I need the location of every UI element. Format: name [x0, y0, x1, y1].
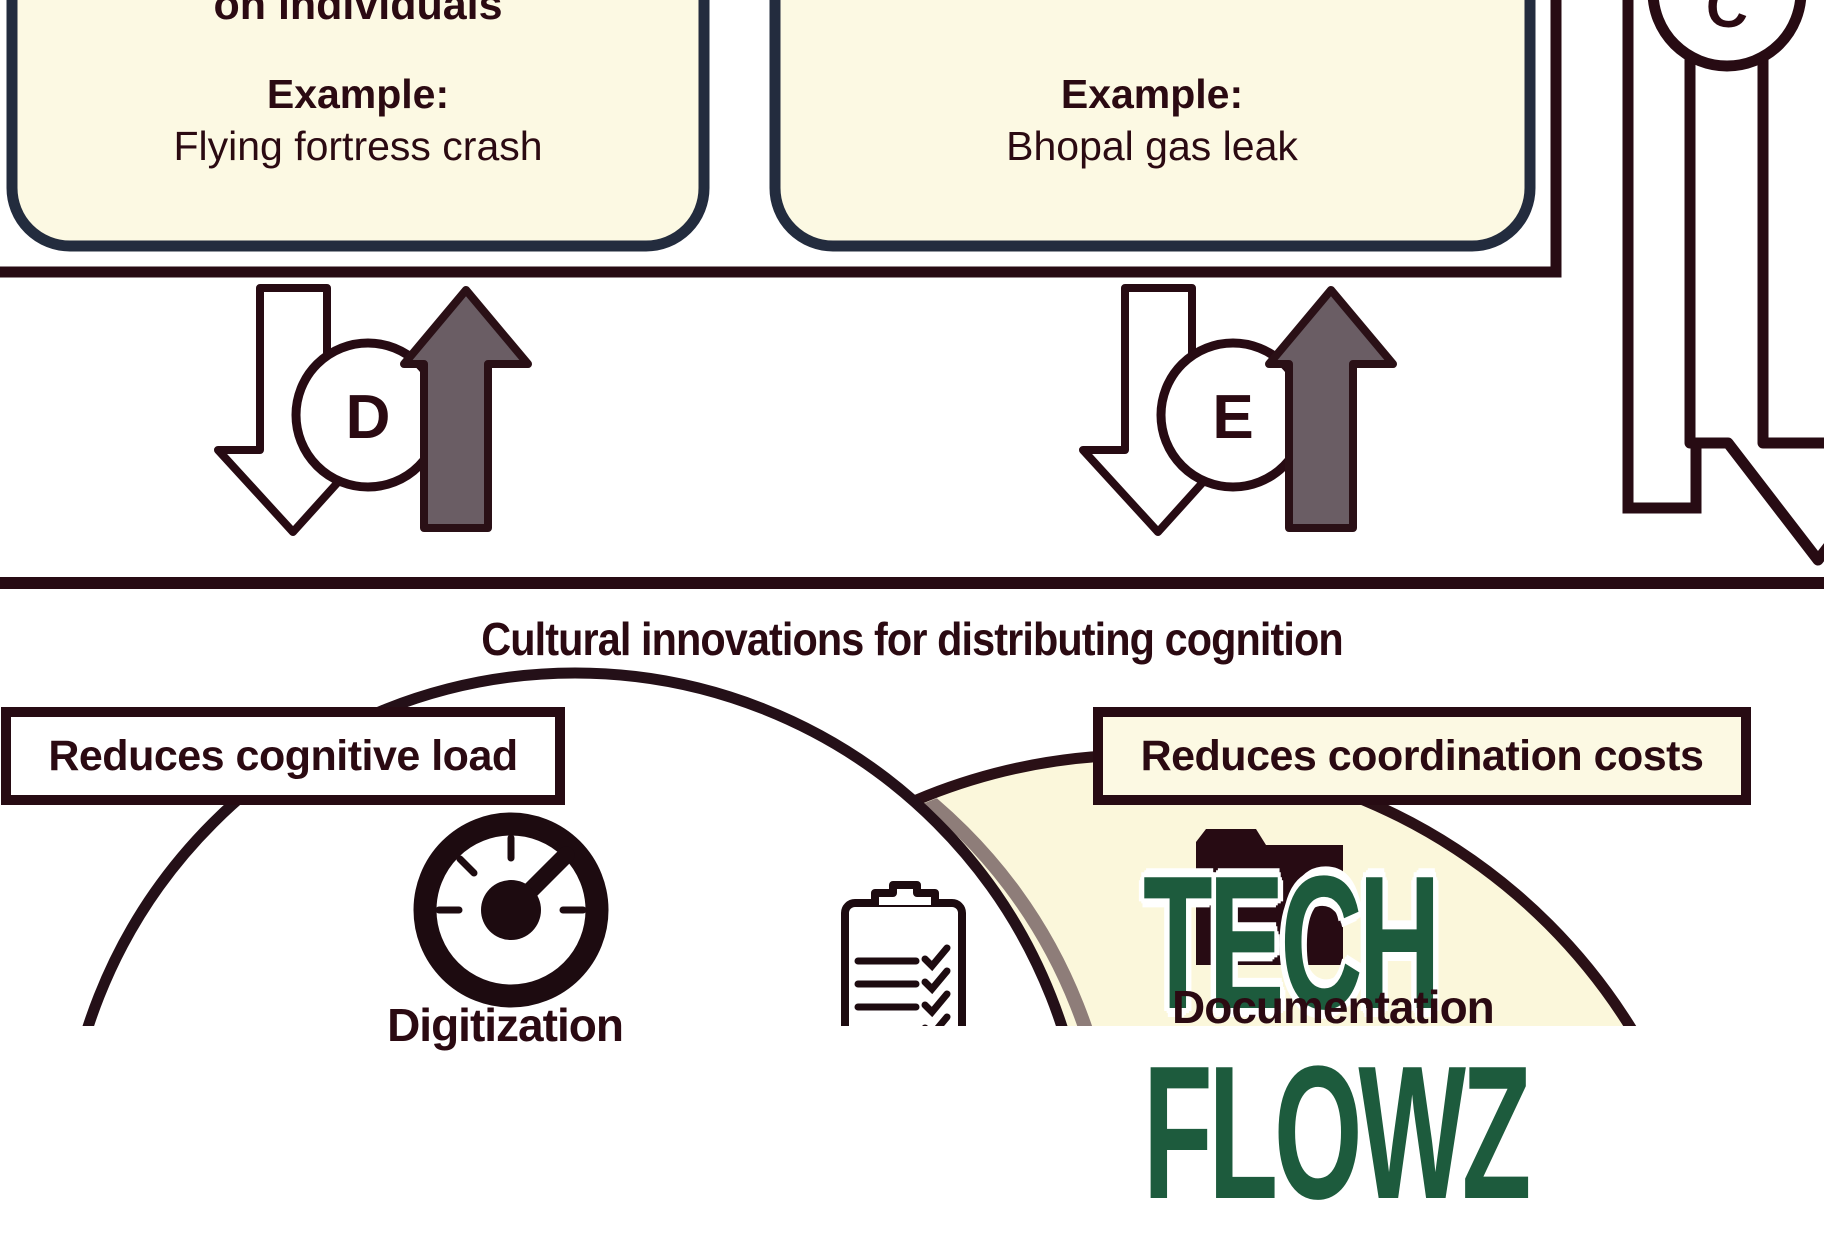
middle-box-example-label: Example:: [1060, 71, 1244, 117]
left-box-example-text: Flying fortress crash: [173, 123, 543, 169]
middle-box-example-text: Bhopal gas leak: [1006, 123, 1298, 169]
loop-d: [214, 284, 532, 536]
venn-right-item-label: Documentation: [1172, 981, 1495, 1033]
diagram-canvas: [0, 0, 1824, 1026]
venn-left-item-label: Digitization: [387, 999, 624, 1051]
box-demands-individuals: [6, 0, 710, 252]
left-box-example-label: Example:: [266, 71, 450, 117]
down-arrow-long-icon: [1684, 0, 1824, 566]
watermark-logo: TECH FLOWZ: [1143, 837, 1531, 1239]
section-heading: Cultural innovations for distributing co…: [481, 613, 1343, 665]
folder-icon: [1196, 829, 1343, 965]
venn-left-label: Reduces cognitive load: [48, 731, 518, 780]
loop-e-label: E: [1212, 383, 1254, 452]
loop-e: [1079, 284, 1397, 536]
checklist-icon: [841, 881, 966, 1026]
venn-right-label: Reduces coordination costs: [1140, 731, 1704, 780]
top-container: [0, 0, 1562, 278]
loop-c-circle: [1647, 0, 1807, 72]
loop-c: [1622, 0, 1824, 566]
up-arrow-gray-icon: [400, 286, 532, 532]
right-label-box: [1093, 707, 1751, 805]
gauge-icon: [413, 812, 609, 1008]
loop-c-label: C: [1706, 0, 1748, 40]
up-arrow-gray-icon: [1265, 286, 1397, 532]
box-demands-organisations: [769, 0, 1536, 252]
loop-d-label: D: [345, 383, 391, 452]
left-box-title-fragment: on individuals: [213, 0, 503, 29]
left-label-box: [1, 707, 565, 805]
